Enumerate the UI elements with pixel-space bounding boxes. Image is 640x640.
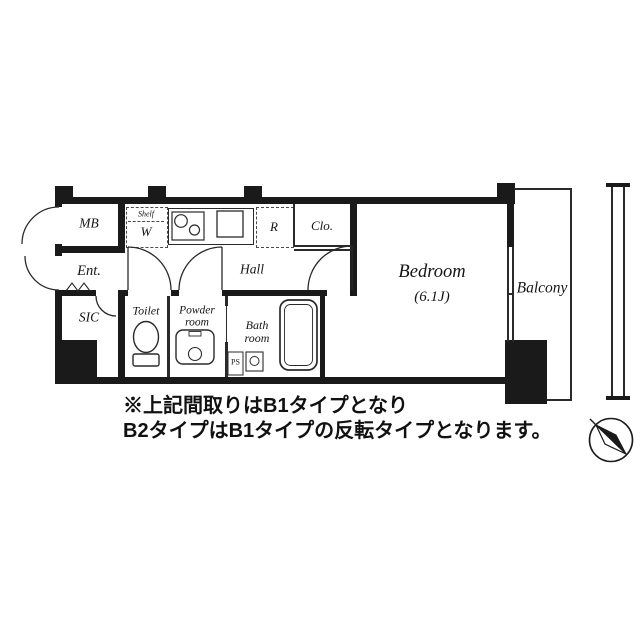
wall-bottom: [55, 377, 515, 384]
room-label-sic: SIC: [78, 309, 100, 325]
room-label-bath-line1: Bath: [245, 318, 269, 333]
wall-ent-sic: [62, 290, 96, 296]
room-label-washer: W: [140, 223, 152, 239]
window-line-1: [507, 247, 509, 342]
pipe-space-box: [227, 351, 244, 376]
right-strip-top-bar: [606, 183, 630, 187]
room-label-bedroom: Bedroom: [398, 262, 466, 283]
window-line-2: [512, 247, 514, 342]
wall-powder-bath-b: [225, 342, 228, 377]
wall-toilet-powder: [167, 296, 170, 377]
washer-space-box: [126, 207, 168, 248]
room-label-toilet: Toilet: [132, 303, 160, 318]
closet-divider: [293, 204, 295, 246]
wall-hall-a: [118, 290, 128, 296]
door-arc-icon-powder: [178, 246, 223, 291]
closet-door-line-1: [294, 245, 351, 247]
entrance-step-zigzag: [65, 282, 91, 292]
pillar-top-2: [148, 186, 166, 204]
room-label-powder-line1: Powder: [179, 304, 215, 317]
wall-top: [55, 197, 515, 204]
block-left: [55, 340, 97, 384]
room-label-hall: Hall: [239, 261, 265, 277]
wall-bath-bedroom: [320, 290, 325, 377]
wall-powder-bath-a: [225, 296, 228, 306]
room-label-bath: Bath room: [245, 319, 270, 345]
wall-bedroom-right: [507, 197, 514, 247]
right-strip-line-2: [623, 187, 625, 396]
plan-note-line1: ※上記間取りはB1タイプとなり: [123, 395, 408, 417]
wall-left-a: [55, 197, 62, 207]
room-label-pipe-space: PS: [231, 357, 240, 367]
room-label-powder-line2: room: [185, 317, 209, 329]
balcony-bottom-line: [547, 399, 572, 401]
pillar-top-3: [244, 186, 262, 204]
sink-icon: [216, 210, 244, 238]
plan-note: ※上記間取りはB1タイプとなり B2タイプはB1タイプの反転タイプとなります。: [123, 394, 552, 443]
room-label-refrigerator: R: [270, 218, 278, 234]
wall-below-mb: [55, 246, 125, 253]
room-label-bath-line2: room: [244, 331, 270, 345]
wall-hall-b: [171, 290, 179, 296]
bathtub-icon: [279, 299, 318, 371]
bath-counter-icon: [245, 351, 264, 372]
wall-left-c: [55, 290, 62, 342]
balcony-top-line: [514, 188, 572, 190]
door-arc-icon-toilet: [127, 246, 172, 291]
wall-hall-bedroom: [350, 197, 357, 296]
right-strip-line-1: [611, 187, 613, 396]
room-label-shelf: Shelf: [138, 209, 154, 219]
right-strip-bottom-bar: [606, 396, 630, 400]
door-arc-icon-mb: [21, 206, 60, 245]
wall-toilet-left: [118, 290, 125, 384]
room-label-closet: Clo.: [310, 217, 334, 233]
washer-shelf-divider: [128, 221, 164, 222]
stove-icon: [171, 211, 205, 241]
plan-note-line2: B2タイプはB1タイプの反転タイプとなります。: [123, 419, 552, 442]
room-label-bedroom-size: (6.1J): [414, 288, 450, 305]
room-label-entrance: Ent.: [77, 263, 101, 280]
balcony-right-line: [570, 188, 572, 401]
door-arc-icon-sic: [95, 295, 117, 317]
block-right: [505, 340, 547, 404]
room-label-powder: Powder room: [179, 305, 215, 330]
compass-icon: [588, 417, 634, 463]
washbasin-icon: [175, 329, 215, 365]
window-sash-tick: [507, 293, 514, 295]
wall-mb-right: [118, 197, 125, 253]
closet-door-line-2: [294, 249, 351, 251]
door-arc-icon-bedroom: [307, 245, 353, 291]
door-arc-icon-entrance: [24, 255, 60, 291]
room-label-mb: MB: [79, 215, 99, 231]
room-label-balcony: Balcony: [516, 279, 568, 297]
toilet-icon: [132, 320, 160, 367]
wall-hall-c: [222, 290, 327, 296]
